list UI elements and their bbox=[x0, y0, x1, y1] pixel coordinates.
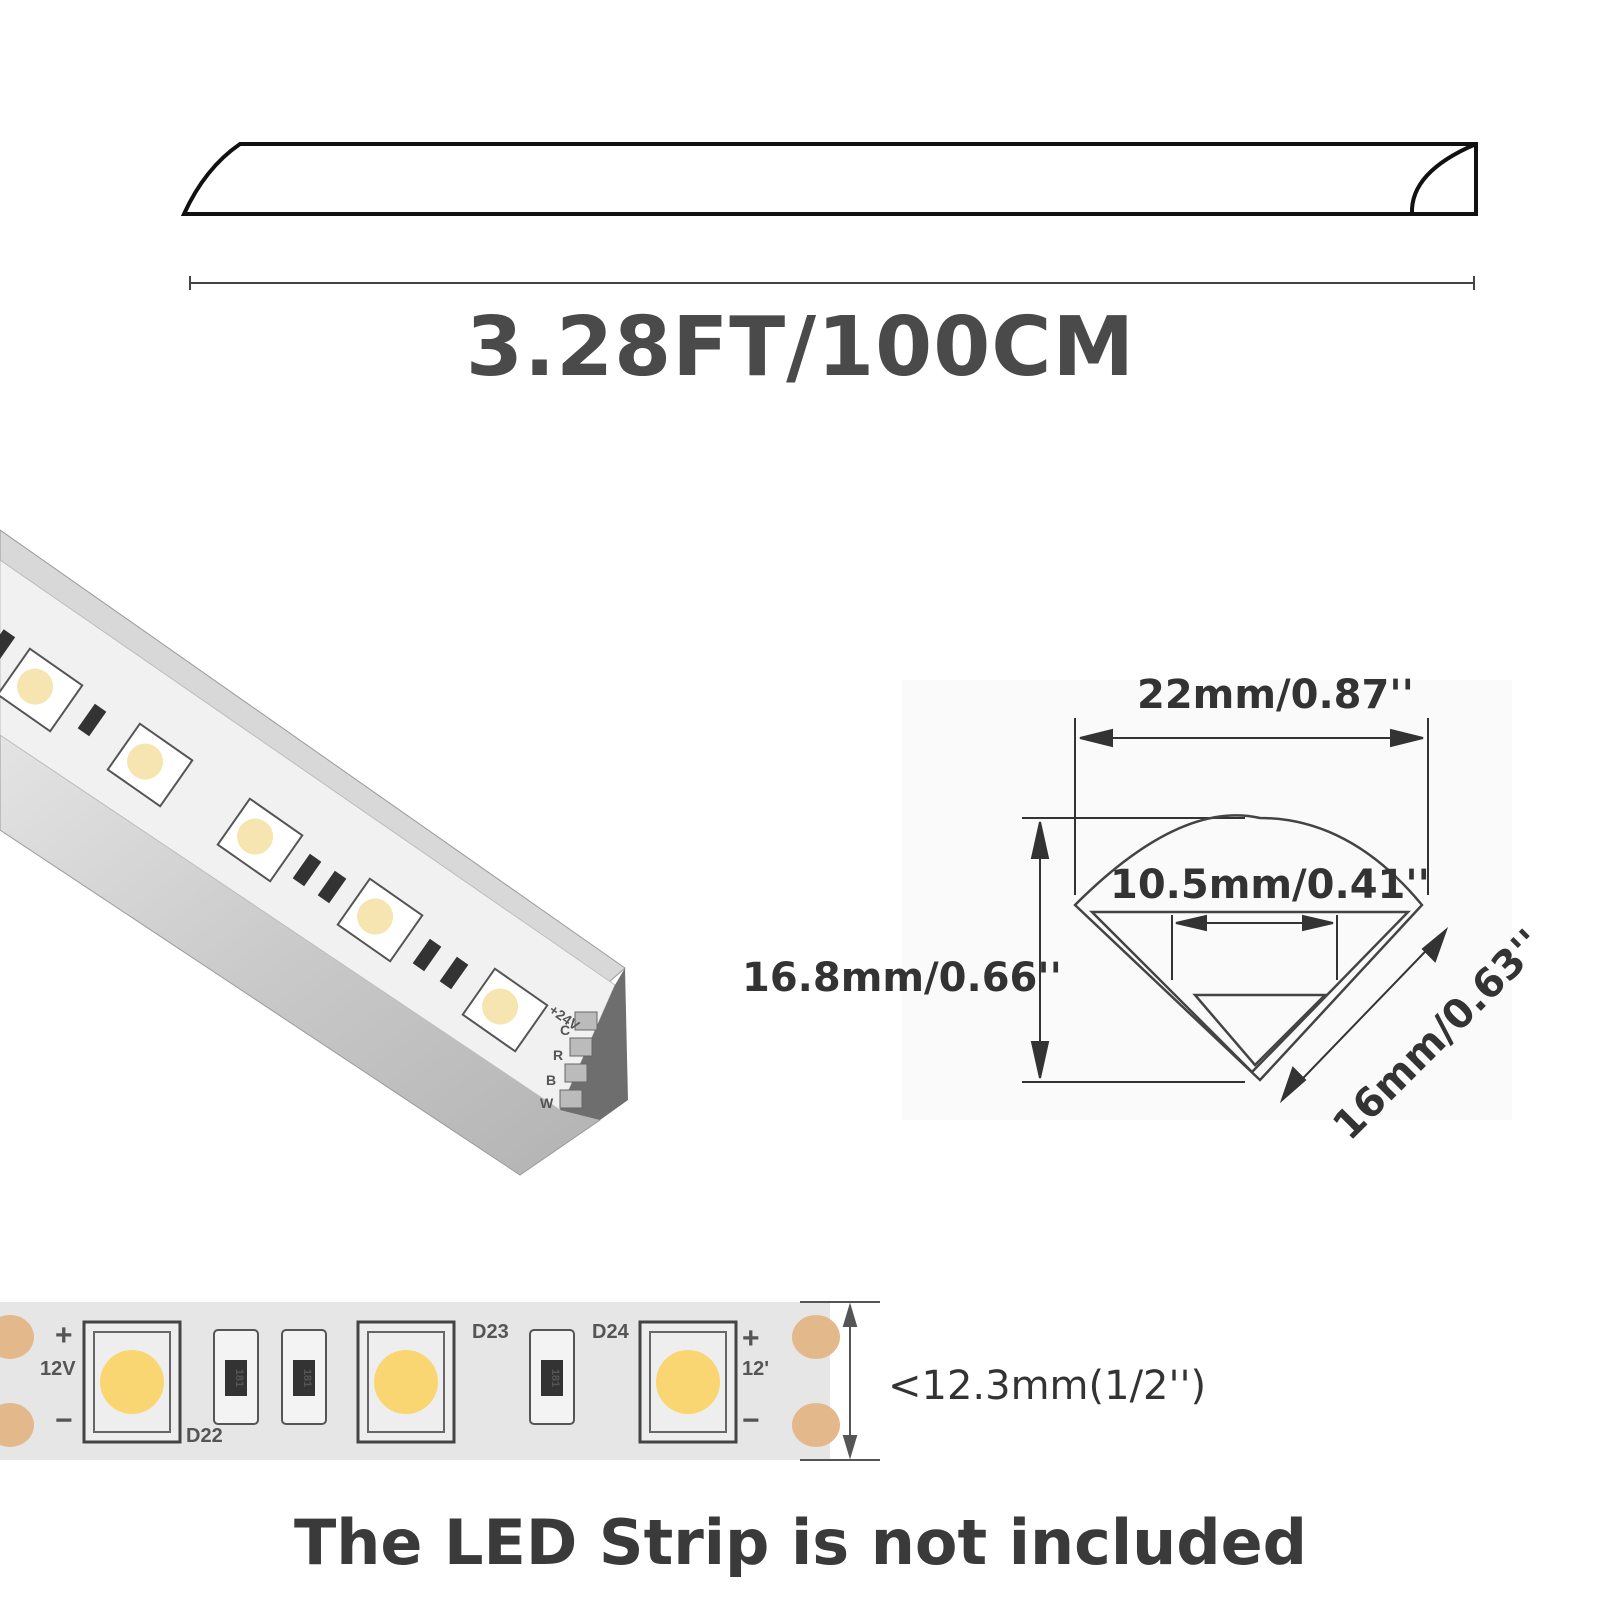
solder-pads bbox=[0, 1315, 840, 1447]
pad-label-w: W bbox=[540, 1095, 554, 1111]
pad-label-b: B bbox=[546, 1072, 556, 1088]
length-label: 3.28FT/100CM bbox=[465, 300, 1136, 395]
designator-d24: D24 bbox=[592, 1321, 630, 1343]
perspective-led-5 bbox=[461, 967, 549, 1053]
width-dimension bbox=[1074, 718, 1429, 895]
height-dimension bbox=[1022, 817, 1245, 1083]
inner-width-dimension-label: 10.5mm/0.41'' bbox=[1110, 862, 1430, 908]
inner-width-dimension bbox=[1171, 914, 1338, 980]
profile-side-view bbox=[180, 142, 1478, 290]
perspective-led-1 bbox=[0, 647, 84, 733]
perspective-led-3 bbox=[216, 797, 304, 883]
resistor-code-3: 181 bbox=[549, 1369, 561, 1387]
strip-width-dimension bbox=[800, 1301, 880, 1461]
strip-width-label: <12.3mm(1/2'') bbox=[888, 1363, 1207, 1409]
minus-sign-left: − bbox=[55, 1404, 73, 1437]
minus-sign-right: − bbox=[742, 1404, 760, 1437]
perspective-led-2 bbox=[106, 722, 194, 808]
voltage-label-right: 12' bbox=[742, 1358, 769, 1380]
designator-d23: D23 bbox=[472, 1321, 509, 1343]
voltage-label-left: 12V bbox=[40, 1358, 76, 1380]
height-dimension-label: 16.8mm/0.66'' bbox=[742, 955, 1062, 1001]
pad-label-r: R bbox=[553, 1047, 563, 1063]
perspective-led-4 bbox=[336, 877, 424, 963]
resistor-code-2: 181 bbox=[301, 1369, 313, 1387]
led-chip-2 bbox=[356, 1320, 456, 1444]
led-chip-1 bbox=[82, 1320, 182, 1444]
resistors bbox=[213, 1329, 575, 1425]
plus-sign-right: + bbox=[742, 1322, 760, 1355]
cross-section-drawing bbox=[902, 680, 1512, 1120]
designator-d22: D22 bbox=[186, 1425, 223, 1447]
led-strip-drawing: 181 181 181 + 12V − D22 D23 D24 + 12' − bbox=[0, 1301, 880, 1461]
width-dimension-label: 22mm/0.87'' bbox=[1137, 672, 1414, 718]
profile-perspective-render: +24V C R B W bbox=[0, 529, 628, 1176]
perspective-pads bbox=[559, 1011, 598, 1109]
profile-end-curve bbox=[1409, 142, 1477, 215]
profile-outline bbox=[180, 142, 1478, 216]
plus-sign-left: + bbox=[55, 1319, 73, 1352]
profile-cross-section bbox=[1073, 814, 1424, 1082]
led-chip-3 bbox=[638, 1320, 738, 1444]
perspective-resistors bbox=[0, 629, 469, 990]
pad-label-c: C bbox=[560, 1022, 570, 1038]
resistor-code-1: 181 bbox=[233, 1369, 245, 1387]
length-dimension-line bbox=[189, 276, 1475, 290]
diagonal-dimension bbox=[1279, 926, 1449, 1104]
disclaimer-text: The LED Strip is not included bbox=[293, 1506, 1308, 1579]
